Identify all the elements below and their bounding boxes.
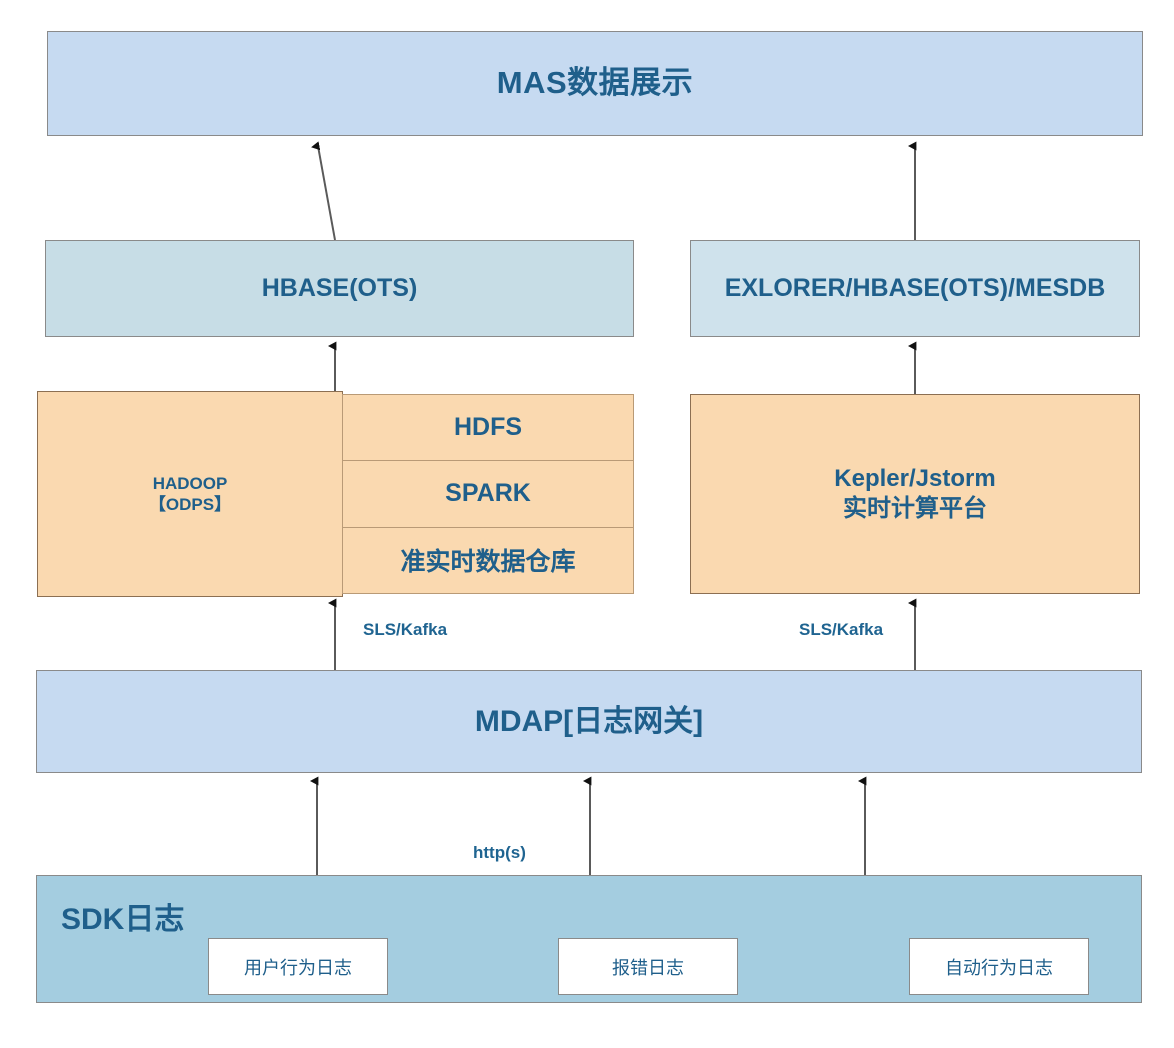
storage-hbase-box: HBASE(OTS)	[45, 240, 634, 337]
gateway-mdap-box: MDAP[日志网关]	[36, 670, 1142, 773]
sdk-card-error-log: 报错日志	[558, 938, 738, 995]
presentation-layer-label: MAS数据展示	[496, 65, 694, 101]
sdk-panel-title: SDK日志	[61, 903, 185, 936]
compute-realtime-box: Kepler/Jstorm 实时计算平台	[690, 394, 1140, 594]
storage-explorer-box: EXLORER/HBASE(OTS)/MESDB	[690, 240, 1140, 337]
sdk-card-user-behavior-log: 用户行为日志	[208, 938, 388, 995]
gateway-mdap-label: MDAP[日志网关]	[474, 704, 704, 738]
sdk-card-label-1: 报错日志	[612, 957, 684, 978]
compute-hadoop-box: HADOOP 【ODPS】	[37, 391, 343, 597]
sdk-card-auto-behavior-log: 自动行为日志	[909, 938, 1089, 995]
sdk-log-panel: SDK日志 用户行为日志 报错日志 自动行为日志	[36, 875, 1142, 1003]
compute-stack-cell-warehouse: 准实时数据仓库	[342, 526, 634, 594]
edge-label-https: http(s)	[473, 843, 526, 862]
edge-label-sls-kafka-right: SLS/Kafka	[799, 620, 884, 639]
storage-explorer-label: EXLORER/HBASE(OTS)/MESDB	[724, 273, 1106, 302]
edge-label-sls-kafka-left: SLS/Kafka	[363, 620, 448, 639]
sdk-card-label-0: 用户行为日志	[244, 957, 352, 978]
compute-realtime-label-line2: 实时计算平台	[843, 495, 987, 522]
compute-stack-label-hdfs: HDFS	[453, 413, 523, 442]
compute-hadoop-label-line2: 【ODPS】	[148, 495, 232, 514]
compute-stack-label-warehouse: 准实时数据仓库	[400, 548, 576, 577]
compute-stack-column: HDFS SPARK 准实时数据仓库	[342, 394, 634, 594]
sdk-card-label-2: 自动行为日志	[945, 957, 1053, 978]
presentation-layer-box: MAS数据展示	[47, 31, 1143, 136]
compute-realtime-label-line1: Kepler/Jstorm	[834, 465, 996, 492]
compute-hadoop-label-line1: HADOOP	[152, 473, 228, 493]
compute-stack-label-spark: SPARK	[445, 479, 531, 508]
arrow-hbase-to-mas	[311, 141, 336, 241]
compute-stack-cell-hdfs: HDFS	[342, 394, 634, 461]
compute-stack-cell-spark: SPARK	[342, 460, 634, 527]
storage-hbase-label: HBASE(OTS)	[261, 273, 418, 302]
